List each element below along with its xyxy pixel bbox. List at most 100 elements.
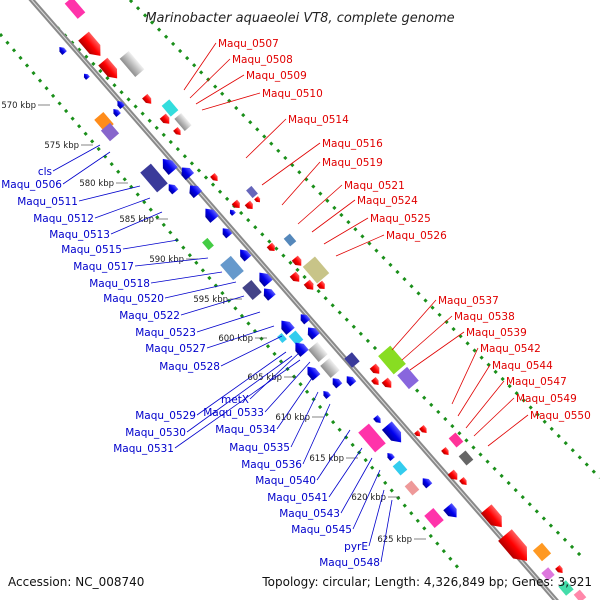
gene-feature — [244, 200, 253, 210]
gene-feature — [231, 199, 240, 209]
label-leader — [457, 364, 491, 417]
label-leader — [78, 185, 141, 202]
gene-feature — [222, 228, 233, 239]
gene-feature — [422, 478, 433, 489]
gene-feature — [378, 345, 406, 375]
label-leader — [174, 359, 301, 449]
gene-label-left: Maqu_0515 — [61, 244, 122, 256]
gene-feature — [443, 503, 457, 518]
gene-feature — [100, 122, 120, 142]
gene-feature — [302, 256, 330, 284]
gene-label-right: Maqu_0509 — [246, 70, 307, 82]
label-leader — [94, 197, 151, 219]
label-leader — [189, 58, 231, 99]
gene-label-right: Maqu_0538 — [454, 311, 515, 323]
gene-label-left: Maqu_0530 — [125, 427, 186, 439]
gene-feature — [573, 589, 587, 600]
gene-feature — [254, 196, 261, 203]
label-leader — [264, 361, 311, 413]
gene-feature — [288, 330, 304, 346]
gene-feature — [404, 480, 420, 496]
gene-label-right: Maqu_0519 — [322, 157, 383, 169]
genome-backbone — [28, 0, 559, 600]
gene-feature — [173, 127, 181, 136]
label-leader — [164, 281, 237, 299]
gene-label-right: Maqu_0514 — [288, 114, 349, 126]
gene-label-left: Maqu_0511 — [17, 196, 78, 208]
gene-feature — [397, 366, 419, 390]
gene-label-right: Maqu_0526 — [386, 230, 447, 242]
gene-feature — [419, 425, 427, 434]
gene-label-left: Maqu_0540 — [255, 475, 316, 487]
gene-label-left: Maqu_0517 — [73, 261, 134, 273]
gene-label-left: Maqu_0541 — [267, 492, 328, 504]
gene-label-left: Maqu_0520 — [103, 293, 164, 305]
gene-feature — [480, 504, 502, 528]
accession-text: Accession: NC_008740 — [8, 575, 144, 589]
kbp-tick-label: 585 kbp — [119, 215, 154, 225]
gene-feature — [346, 376, 357, 387]
gene-label-right: Maqu_0521 — [344, 180, 405, 192]
gene-feature — [281, 320, 295, 335]
gene-feature — [266, 242, 275, 252]
gene-feature — [181, 167, 195, 181]
gene-label-left: Maqu_0545 — [291, 524, 352, 536]
gene-feature — [142, 93, 152, 104]
gene-feature — [59, 46, 67, 55]
gene-feature — [263, 288, 276, 301]
gene-feature — [277, 333, 287, 343]
gene-feature — [210, 173, 218, 182]
label-leader — [302, 403, 331, 465]
gene-feature — [447, 469, 458, 480]
gene-label-right: Maqu_0537 — [438, 295, 499, 307]
gene-feature — [205, 208, 219, 223]
label-leader — [380, 499, 393, 563]
label-leader — [290, 391, 319, 448]
gene-label-left: Maqu_0512 — [33, 213, 94, 225]
gene-label-left: Maqu_0522 — [119, 310, 180, 322]
kbp-tick-label: 605 kbp — [247, 373, 282, 383]
gene-feature — [392, 460, 408, 476]
gene-feature — [459, 477, 467, 486]
gene-feature — [161, 99, 179, 117]
genome-summary: Topology: circular; Length: 4,326,849 bp… — [261, 575, 592, 589]
gene-label-left: Maqu_0548 — [319, 557, 380, 569]
gene-feature — [283, 233, 297, 247]
gene-feature — [414, 430, 421, 437]
gene-feature — [289, 271, 300, 282]
label-leader — [487, 414, 529, 447]
gene-label-left: Maqu_0529 — [135, 410, 196, 422]
gene-label-right: Maqu_0525 — [370, 213, 431, 225]
gene-label-left: Maqu_0536 — [241, 459, 302, 471]
gene-feature — [358, 423, 386, 453]
label-leader — [340, 457, 373, 514]
label-leader — [52, 144, 101, 172]
gene-label-right: Maqu_0550 — [530, 410, 591, 422]
gene-feature — [300, 314, 311, 325]
label-leader — [195, 74, 245, 105]
gene-feature — [498, 529, 528, 561]
label-leader — [245, 118, 287, 159]
gene-label-right: Maqu_0508 — [232, 54, 293, 66]
gene-label-left: Maqu_0534 — [215, 424, 276, 436]
label-leader — [110, 211, 163, 235]
label-leader — [391, 299, 437, 351]
gene-label-right: Maqu_0547 — [506, 376, 567, 388]
gene-feature — [307, 327, 320, 340]
gene-feature — [83, 73, 90, 80]
label-leader — [206, 325, 275, 349]
label-leader — [297, 184, 343, 225]
gene-label-right: Maqu_0544 — [492, 360, 553, 372]
kbp-tick-label: 620 kbp — [351, 493, 386, 503]
label-leader — [281, 161, 321, 206]
kbp-tick-label: 625 kbp — [377, 535, 412, 545]
gene-feature — [174, 112, 192, 132]
gene-feature — [458, 450, 474, 466]
gene-feature — [98, 57, 118, 79]
right-gene-labels: Maqu_0507Maqu_0508Maqu_0509Maqu_0510Maqu… — [183, 38, 591, 447]
gene-label-left: Maqu_0527 — [145, 343, 206, 355]
gene-feature — [323, 390, 331, 399]
label-leader — [323, 217, 369, 245]
label-leader — [409, 331, 465, 371]
